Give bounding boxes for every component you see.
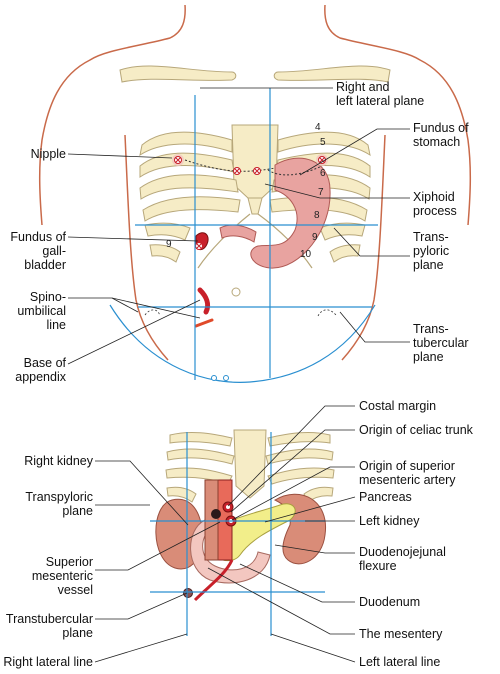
label-fundus-of-stomach: Fundus of stomach: [413, 121, 469, 149]
label-superior-mesenteric-vessel: Superior mesenteric vessel: [31, 555, 93, 597]
label-nipple: Nipple: [30, 147, 66, 161]
label-origin-celiac-trunk: Origin of celiac trunk: [359, 423, 473, 437]
label-right-kidney: Right kidney: [24, 454, 93, 468]
label-origin-sma: Origin of superior mesenteric artery: [359, 459, 456, 487]
rib-number: 9: [312, 232, 318, 243]
bottom-leader-lines: [94, 405, 356, 663]
sternum: [231, 124, 279, 199]
rib-number: 7: [318, 187, 324, 198]
top-leader-lines: [67, 87, 410, 365]
rib-number: 6: [320, 168, 326, 179]
top-ribcage: [139, 124, 371, 269]
label-transpyloric-plane-bottom: Transpyloric plane: [25, 490, 93, 518]
label-base-of-appendix: Base of appendix: [15, 356, 66, 384]
label-left-lateral-line: Left lateral line: [359, 655, 441, 669]
label-right-lateral-line: Right lateral line: [3, 655, 93, 669]
bottom-planes: [150, 432, 325, 636]
stomach: [250, 157, 331, 269]
clavicle-right: [119, 65, 237, 83]
bottom-ribcage: [165, 429, 335, 503]
label-transpyloric-plane-top: Trans- pyloric plane: [413, 230, 450, 272]
torso-outline: [38, 4, 186, 226]
appendix-base: [197, 287, 211, 315]
label-transtubercular-plane-bottom: Transtubercular plane: [5, 612, 93, 640]
rib-number: 8: [314, 210, 320, 221]
ivc: [204, 479, 219, 561]
pylorus: [219, 224, 257, 243]
label-pancreas: Pancreas: [359, 490, 412, 504]
label-transtubercular-plane-top: Trans- tubercular plane: [413, 322, 469, 364]
rib-number: 5: [320, 137, 326, 148]
label-duodenum: Duodenum: [359, 595, 421, 609]
label-costal-margin: Costal margin: [359, 399, 437, 413]
rib-numbers: 4 5 6 7 8 9 10 9: [166, 122, 326, 260]
umbilicus: [231, 287, 241, 297]
bottom-organs: [155, 479, 326, 602]
label-xiphoid-process: Xiphoid process: [413, 190, 457, 218]
label-lateral-plane: Right and left lateral plane: [336, 80, 425, 108]
label-spino-umbilical-line: Spino- umbilical line: [17, 290, 66, 332]
label-left-kidney: Left kidney: [359, 514, 420, 528]
rib-number: 9: [166, 239, 172, 250]
rib-number: 4: [315, 122, 321, 133]
top-torso: [38, 4, 472, 361]
xiphoid-shape: [247, 197, 263, 215]
top-planes: [109, 88, 378, 383]
label-the-mesentery: The mesentery: [359, 627, 443, 641]
label-fundus-of-gallbladder: Fundus of gall- bladder: [10, 230, 66, 272]
clavicle-left: [273, 65, 391, 83]
mesentery-vessel: [193, 559, 234, 602]
rib-number: 10: [300, 249, 312, 260]
label-duodenojejunal-flexure: Duodenojejunal flexure: [359, 545, 446, 573]
